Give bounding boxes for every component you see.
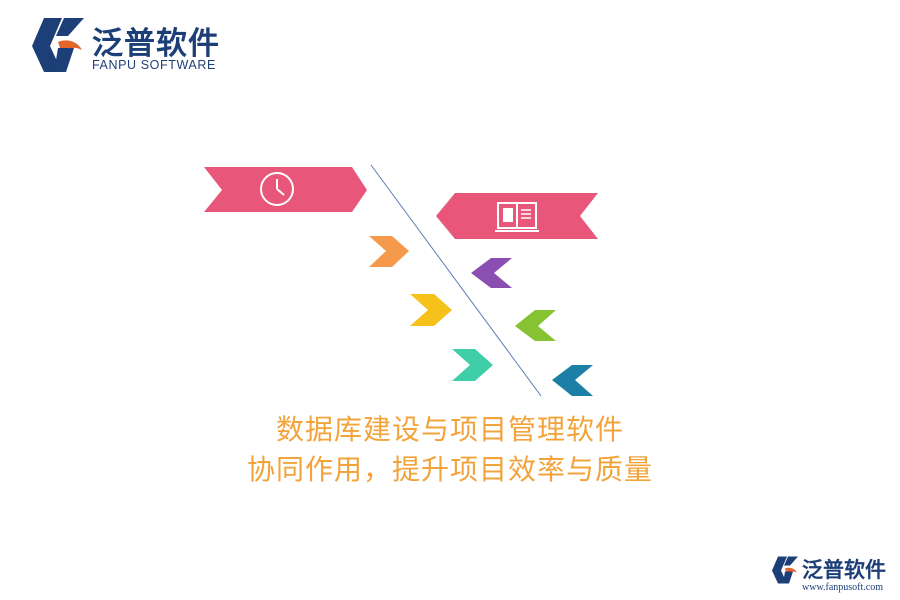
chevron-orange [369, 236, 409, 267]
diagonal-spine [370, 164, 542, 397]
watermark-url: www.fanpusoft.com [802, 582, 884, 593]
book-icon [495, 202, 539, 232]
brand-name-cn: 泛普软件 [92, 26, 220, 62]
watermark-mark-icon [772, 556, 798, 584]
chevron-yellow [410, 294, 452, 326]
chevron-green [515, 310, 556, 341]
clock-icon [260, 172, 294, 206]
watermark-logo: 泛普软件 www.fanpusoft.com [768, 552, 894, 598]
chevron-purple [471, 258, 512, 288]
watermark-name-cn: 泛普软件 [802, 558, 886, 582]
chevron-blue [552, 365, 593, 396]
headline-line-2: 协同作用，提升项目效率与质量 [246, 453, 653, 486]
left-banner [204, 167, 367, 212]
brand-name-en: FANPU SOFTWARE [92, 58, 216, 72]
headline-line-1: 数据库建设与项目管理软件 [275, 413, 624, 446]
chevron-teal [452, 349, 493, 381]
brand-mark-icon [32, 18, 84, 72]
brand-logo: 泛普软件 FANPU SOFTWARE [28, 14, 248, 76]
